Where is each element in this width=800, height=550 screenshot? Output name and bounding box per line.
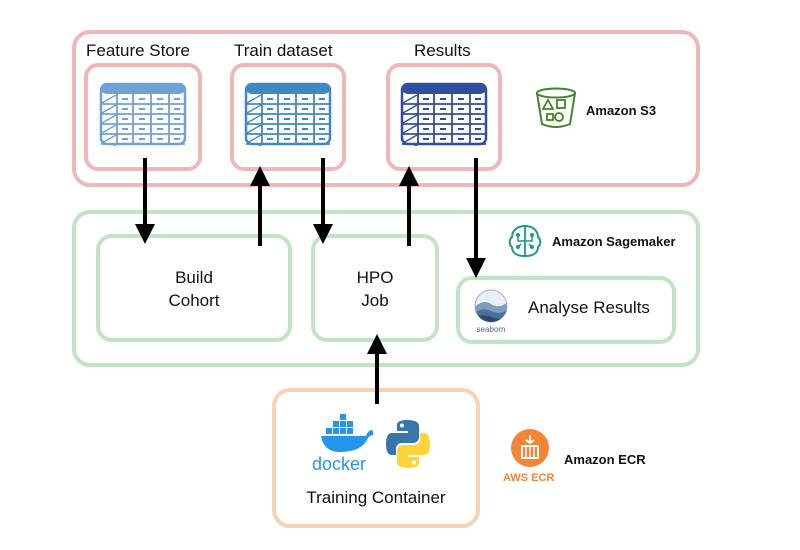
hpo-job-box bbox=[311, 234, 439, 342]
aws-ecr-badge: AWS ECR bbox=[503, 472, 555, 484]
analyse-results-label: Analyse Results bbox=[528, 298, 650, 317]
training-container-label: Training Container bbox=[306, 488, 446, 507]
docker-text: docker bbox=[312, 454, 367, 474]
feature-store-box bbox=[84, 63, 202, 171]
train-dataset-box bbox=[230, 63, 346, 171]
ecr-group bbox=[272, 388, 480, 528]
python-logo-icon bbox=[386, 420, 430, 468]
sagemaker-brain-icon bbox=[508, 224, 542, 258]
hpo-job-line1: HPO bbox=[356, 268, 394, 287]
train-dataset-table-icon bbox=[244, 82, 332, 146]
results-label: Results bbox=[414, 41, 471, 60]
results-table-icon bbox=[400, 82, 488, 146]
build-cohort-line1: Build bbox=[175, 268, 213, 287]
amazon-s3-label: Amazon S3 bbox=[586, 103, 657, 118]
results-box bbox=[386, 63, 502, 171]
feature-store-label: Feature Store bbox=[86, 41, 190, 60]
hpo-job-line2: Job bbox=[361, 291, 389, 310]
seaborn-text: seaborn bbox=[477, 325, 506, 334]
build-cohort-label: Build Cohort bbox=[96, 266, 292, 312]
amazon-ecr-label: Amazon ECR bbox=[564, 452, 646, 467]
build-cohort-box bbox=[96, 234, 292, 342]
hpo-job-label: HPO Job bbox=[311, 266, 439, 312]
seaborn-logo-icon: seaborn bbox=[474, 289, 508, 334]
feature-store-table-icon bbox=[99, 82, 187, 146]
ecr-registry-icon bbox=[511, 429, 549, 467]
amazon-sagemaker-label: Amazon Sagemaker bbox=[552, 234, 676, 249]
s3-bucket-icon bbox=[536, 87, 576, 128]
docker-whale-icon bbox=[321, 414, 374, 452]
build-cohort-line2: Cohort bbox=[168, 291, 220, 310]
train-dataset-label: Train dataset bbox=[234, 41, 333, 60]
